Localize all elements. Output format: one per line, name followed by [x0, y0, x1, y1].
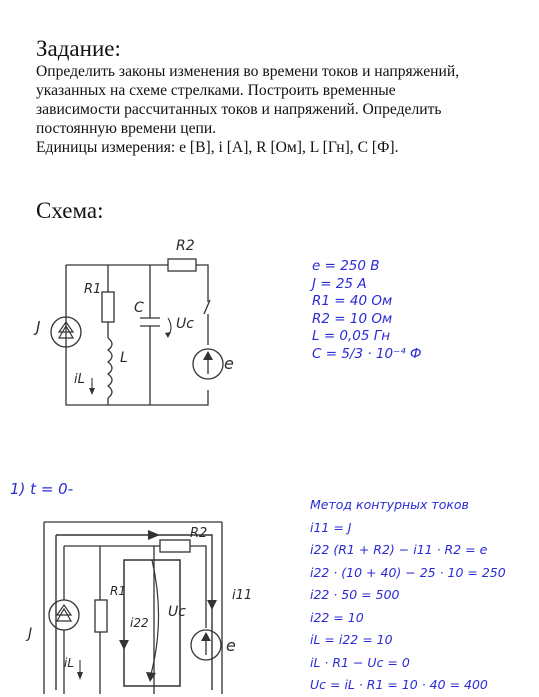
label-uc: Uc [176, 316, 194, 332]
scheme-heading: Схема: [36, 198, 104, 223]
given-l: L = 0,05 Гн [312, 328, 391, 344]
label-l: L [120, 350, 128, 366]
given-c: C = 5/3 · 10⁻⁴ Ф [312, 345, 422, 362]
label-r2: R2 [176, 238, 195, 254]
solution-equations: Метод контурных токов i11 = J i22 (R1 + … [310, 494, 506, 697]
sol-label-i22: i22 [130, 616, 149, 630]
eq-4: i22 · 50 = 500 [310, 587, 400, 602]
step-label: 1) t = 0- [10, 480, 74, 498]
voltage-source-e [192, 348, 224, 380]
resistor-r1 [101, 291, 115, 323]
sol-label-j: J [28, 626, 33, 642]
resistor-r2 [167, 258, 197, 272]
eq-3: i22 · (10 + 40) − 25 · 10 = 250 [310, 564, 506, 580]
task-line-3: зависимости рассчитанных токов и напряже… [36, 101, 442, 118]
given-values: e = 250 B J = 25 A R1 = 40 Ом R2 = 10 Ом… [312, 258, 422, 363]
label-il: iL [74, 372, 85, 387]
given-e: e = 250 B [312, 258, 380, 274]
current-source-j-sol [48, 599, 80, 631]
voltage-source-e-sol [190, 629, 222, 661]
label-c: C [134, 300, 144, 316]
sol-label-i11: i11 [232, 588, 253, 603]
eq-1: i11 = J [310, 519, 352, 535]
task-text: Определить законы изменения во времени т… [36, 62, 516, 157]
task-units: Единицы измерения: e [В], i [А], R [Ом],… [36, 139, 399, 156]
eq-6: iL = i22 = 10 [310, 632, 393, 647]
current-source-j [50, 316, 82, 348]
eq-7: iL · R1 − Uc = 0 [310, 654, 410, 670]
eq-8: Uc = iL · R1 = 10 · 40 = 400 [310, 677, 488, 692]
sol-label-r1: R1 [110, 584, 126, 598]
sol-label-il: iL [64, 656, 75, 670]
task-heading: Задание: [36, 36, 121, 61]
sol-label-uc: Uc [168, 604, 186, 620]
label-r1: R1 [84, 282, 102, 297]
resistor-r1-sol [94, 599, 108, 633]
given-r2: R2 = 10 Ом [312, 310, 393, 327]
method-title: Метод контурных токов [310, 497, 469, 512]
task-line-4: постоянную времени цепи. [36, 120, 217, 137]
label-e: e [224, 354, 234, 373]
eq-5: i22 = 10 [310, 609, 364, 625]
sol-label-e: e [226, 636, 236, 655]
sol-label-r2: R2 [190, 526, 208, 541]
given-j: J = 25 A [312, 275, 367, 292]
task-line-2: указанных на схеме стрелками. Построить … [36, 82, 396, 99]
label-j: J [36, 318, 41, 336]
task-line-1: Определить законы изменения во времени т… [36, 63, 460, 80]
eq-2: i22 (R1 + R2) − i11 · R2 = e [310, 542, 488, 557]
given-r1: R1 = 40 Ом [312, 293, 393, 309]
circuit-scheme [50, 258, 224, 406]
resistor-r2-sol [159, 539, 191, 553]
inductor-l [106, 337, 113, 399]
